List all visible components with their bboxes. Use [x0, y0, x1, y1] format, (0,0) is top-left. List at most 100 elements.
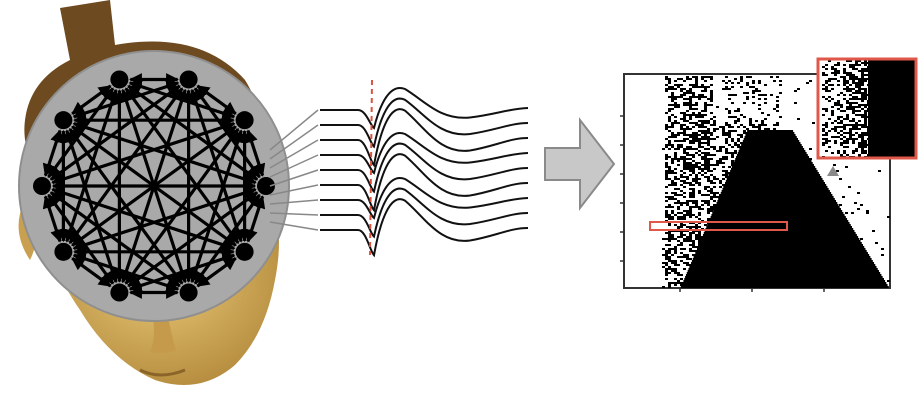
inset-spike	[861, 134, 864, 136]
raster-spike	[797, 218, 800, 220]
raster-spike	[710, 112, 713, 114]
inset-spike	[858, 144, 861, 146]
inset-spike	[831, 78, 834, 80]
raster-spike	[812, 190, 815, 192]
inset-spike	[852, 88, 855, 90]
raster-spike	[683, 216, 686, 218]
raster-spike	[704, 262, 707, 264]
raster-spike	[857, 192, 860, 194]
raster-spike	[704, 104, 707, 106]
raster-spike	[752, 82, 755, 84]
raster-spike	[683, 168, 686, 170]
electrode-lead	[269, 169, 319, 187]
raster-spike	[710, 248, 713, 250]
raster-spike	[728, 136, 731, 138]
raster-spike	[686, 168, 689, 170]
raster-band	[684, 278, 884, 280]
raster-spike	[767, 128, 770, 130]
inset-spike	[843, 128, 846, 130]
raster-spike	[818, 238, 821, 240]
raster-spike	[677, 282, 680, 284]
raster-spike	[674, 122, 677, 124]
raster-band	[686, 272, 881, 274]
raster-spike	[698, 226, 701, 228]
raster-spike	[695, 166, 698, 168]
raster-spike	[665, 268, 668, 270]
inset-spike	[834, 136, 837, 138]
raster-spike	[689, 162, 692, 164]
raster-spike	[698, 258, 701, 260]
raster-spike	[704, 186, 707, 188]
raster-spike	[704, 122, 707, 124]
raster-spike	[722, 146, 725, 148]
raster-spike	[698, 162, 701, 164]
raster-spike	[689, 248, 692, 250]
raster-spike	[734, 182, 737, 184]
inset-band	[868, 66, 916, 68]
inset-spike	[852, 96, 855, 98]
raster-spike	[704, 264, 707, 266]
raster-spike	[728, 88, 731, 90]
raster-spike	[740, 80, 743, 82]
raster-spike	[710, 210, 713, 212]
eeg-trace	[320, 198, 529, 258]
inset-spike	[843, 78, 846, 80]
raster-spike	[692, 286, 695, 288]
raster-spike	[725, 170, 728, 172]
raster-band	[687, 270, 879, 272]
raster-spike	[710, 258, 713, 260]
raster-spike	[674, 102, 677, 104]
raster-spike	[707, 202, 710, 204]
raster-spike	[692, 94, 695, 96]
inset-spike	[840, 120, 843, 122]
raster-spike	[752, 96, 755, 98]
raster-spike	[695, 116, 698, 118]
inset-spike	[861, 132, 864, 134]
raster-spike	[683, 148, 686, 150]
raster-spike	[746, 96, 749, 98]
raster-spike	[683, 102, 686, 104]
inset-spike	[855, 110, 858, 112]
raster-spike	[674, 148, 677, 150]
raster-spike	[674, 284, 677, 286]
raster-band	[739, 148, 805, 150]
raster-spike	[668, 196, 671, 198]
raster-spike	[785, 148, 788, 150]
raster-spike	[716, 106, 719, 108]
raster-spike	[668, 238, 671, 240]
raster-spike	[731, 146, 734, 148]
raster-spike	[683, 164, 686, 166]
inset-spike	[825, 82, 828, 84]
raster-band	[713, 208, 841, 210]
inset-band	[868, 116, 916, 118]
raster-spike	[698, 208, 701, 210]
raster-spike	[818, 206, 821, 208]
inset-spike	[846, 140, 849, 142]
raster-spike	[752, 210, 755, 212]
raster-spike	[734, 78, 737, 80]
inset-spike	[864, 62, 867, 64]
raster-spike	[746, 132, 749, 134]
raster-spike	[668, 110, 671, 112]
raster-spike	[887, 216, 890, 218]
network-node	[235, 242, 254, 261]
raster-spike	[671, 254, 674, 256]
raster-spike	[758, 126, 761, 128]
inset-spike	[864, 140, 867, 142]
inset-spike	[858, 82, 861, 84]
raster-spike	[707, 176, 710, 178]
inset-spike	[825, 98, 828, 100]
raster-spike	[842, 242, 845, 244]
raster-spike	[698, 112, 701, 114]
inset-spike	[831, 106, 834, 108]
raster-spike	[680, 112, 683, 114]
inset-spike	[846, 60, 849, 62]
inset-spike	[840, 126, 843, 128]
raster-spike	[689, 128, 692, 130]
raster-spike	[683, 124, 686, 126]
raster-spike	[701, 200, 704, 202]
raster-spike	[686, 262, 689, 264]
raster-spike	[749, 124, 752, 126]
raster-spike	[692, 104, 695, 106]
raster-spike	[725, 82, 728, 84]
